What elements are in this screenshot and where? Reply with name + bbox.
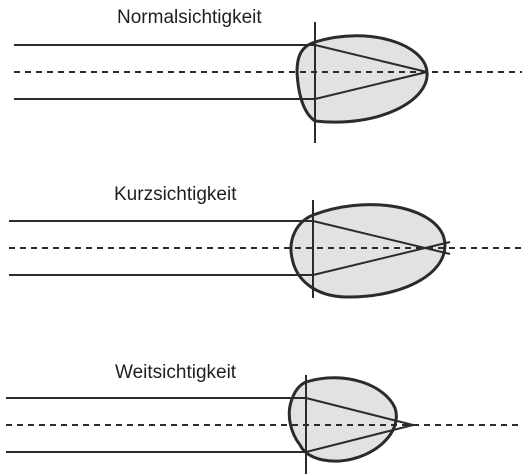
refracted-ray-bottom-myopia <box>312 241 451 276</box>
panel-hyperopia <box>6 375 522 474</box>
panel-title-normal-vision: Normalsichtigkeit <box>117 7 262 28</box>
eyeball-myopia <box>289 203 447 299</box>
eyeball-hyperopia <box>287 376 398 463</box>
panel-title-myopia: Kurzsichtigkeit <box>114 184 237 205</box>
refracted-ray-top-normal <box>314 44 428 73</box>
panel-normal-vision <box>14 22 522 143</box>
panel-myopia <box>9 200 522 299</box>
refracted-ray-bottom-normal <box>314 71 428 100</box>
eyeball-normal <box>295 34 429 124</box>
panel-title-hyperopia: Weitsichtigkeit <box>115 362 237 383</box>
refracted-ray-top-hyperopia <box>305 397 414 426</box>
refracted-ray-bottom-hyperopia <box>305 424 414 453</box>
